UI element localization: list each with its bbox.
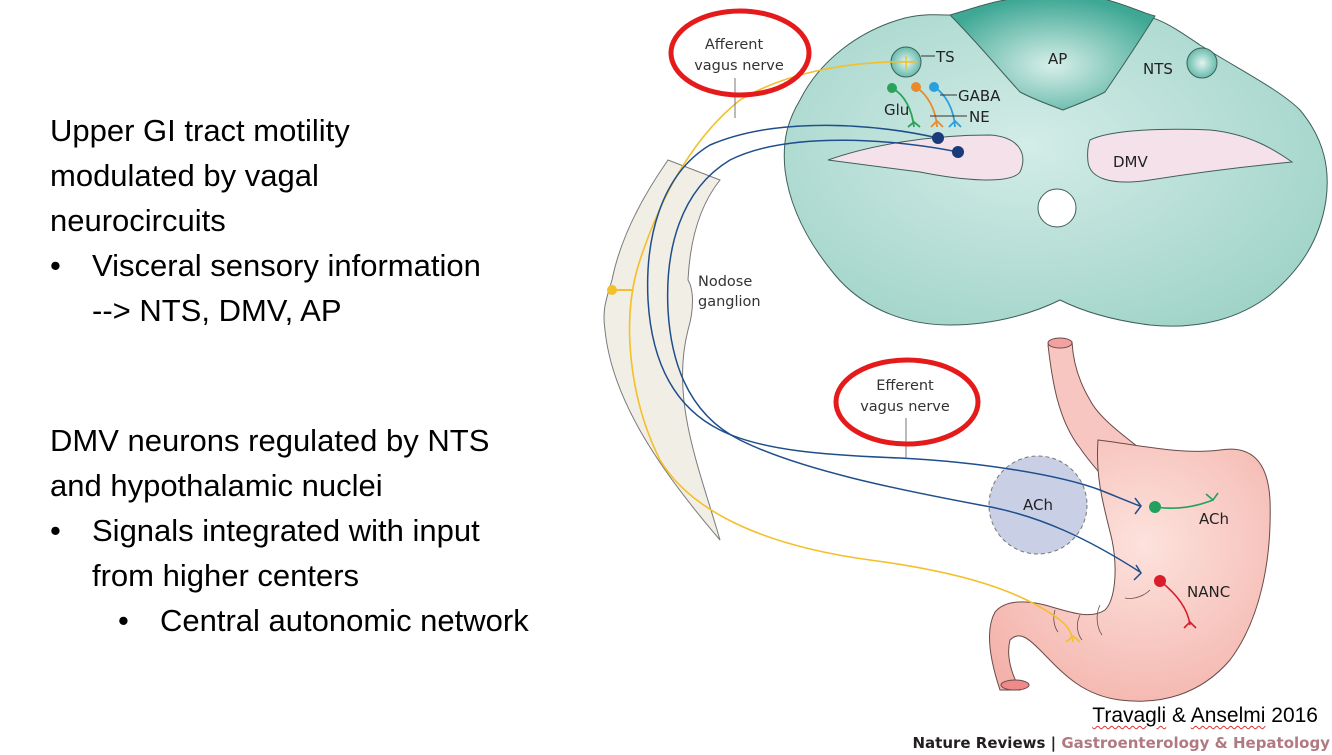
afferent-label-line2: vagus nerve <box>694 58 784 74</box>
heading-line: DMV neurons regulated by NTS <box>50 423 490 458</box>
ach-pool-label: ACh <box>1023 496 1053 514</box>
nanc-enteric-neuron <box>1154 575 1166 587</box>
glu-neuron <box>887 83 897 93</box>
nts-label: NTS <box>1143 60 1173 78</box>
stomach <box>989 439 1271 702</box>
sub-bullet-text: Central autonomic network <box>160 603 529 638</box>
esophagus-opening <box>1047 337 1073 349</box>
ne-label: NE <box>969 108 990 126</box>
nodose-cell-body <box>607 285 617 295</box>
heading-line: modulated by vagal <box>50 158 319 193</box>
heading-line: and hypothalamic nuclei <box>50 468 383 503</box>
citation: Travagli & Anselmi 2016 <box>1092 704 1318 728</box>
afferent-nerve-path <box>628 60 1074 643</box>
bullet-text-continuation: from higher centers <box>92 558 360 593</box>
bullet-text: Visceral sensory information <box>92 248 481 283</box>
gaba-neuron <box>929 82 939 92</box>
nts-nucleus <box>1186 47 1218 79</box>
stomach-folds <box>1053 589 1151 641</box>
heading-line: neurocircuits <box>50 203 226 238</box>
citation-author-2: Anselmi <box>1190 704 1266 727</box>
bullet-item: • Signals integrated with input <box>50 508 529 553</box>
citation-ampersand: & <box>1166 704 1191 727</box>
heading-line: Upper GI tract motility <box>50 113 350 148</box>
bullet-glyph: • <box>50 248 61 283</box>
citation-year: 2016 <box>1265 704 1318 727</box>
nodose-label-line1: Nodose <box>698 274 752 290</box>
nanc-label: NANC <box>1187 583 1230 601</box>
efferent-label-line1: Efferent <box>876 378 934 394</box>
bullet-text: Signals integrated with input <box>92 513 480 548</box>
central-canal <box>1037 188 1077 228</box>
bullet-item: • Visceral sensory information <box>50 243 481 288</box>
journal-footer: Nature Reviews | Gastroenterology & Hepa… <box>912 734 1330 752</box>
citation-author-1: Travagli <box>1092 704 1167 727</box>
glu-label: Glu <box>884 101 909 119</box>
dmv-left <box>827 134 1024 181</box>
dmv-label: DMV <box>1113 153 1148 171</box>
ts-label: TS <box>935 48 955 66</box>
efferent-label-line2: vagus nerve <box>860 399 950 415</box>
ap-label: AP <box>1048 50 1067 68</box>
ach-stomach-label: ACh <box>1199 510 1229 528</box>
journal-separator: | <box>1045 734 1062 752</box>
efferent-nerve-1 <box>646 124 1141 507</box>
bullet-glyph: • <box>118 603 129 638</box>
efferent-nerve-2 <box>666 139 1141 573</box>
nodose-label-line2: ganglion <box>698 294 761 310</box>
bullet-text-continuation: --> NTS, DMV, AP <box>92 293 342 328</box>
dmv-right <box>1087 128 1294 183</box>
bullet-glyph: • <box>50 513 61 548</box>
ne-neuron <box>911 82 921 92</box>
journal-name: Gastroenterology & Hepatology <box>1061 734 1330 752</box>
sub-bullet-item: • Central autonomic network <box>50 598 529 643</box>
text-block-upper-gi: Upper GI tract motility modulated by vag… <box>50 108 481 333</box>
area-postrema <box>949 0 1156 111</box>
text-block-dmv: DMV neurons regulated by NTS and hypotha… <box>50 418 529 643</box>
nodose-ganglion <box>603 159 721 541</box>
ach-enteric-neuron <box>1149 501 1161 513</box>
afferent-label-line1: Afferent <box>705 37 764 53</box>
journal-prefix: Nature Reviews <box>912 734 1046 752</box>
duodenum-opening <box>1000 679 1030 691</box>
dmv-neuron-2 <box>952 146 964 158</box>
gaba-label: GABA <box>958 87 1001 105</box>
afferent-highlight-ellipse <box>668 8 812 98</box>
dmv-neuron-1 <box>932 132 944 144</box>
efferent-highlight-ellipse <box>833 357 981 447</box>
